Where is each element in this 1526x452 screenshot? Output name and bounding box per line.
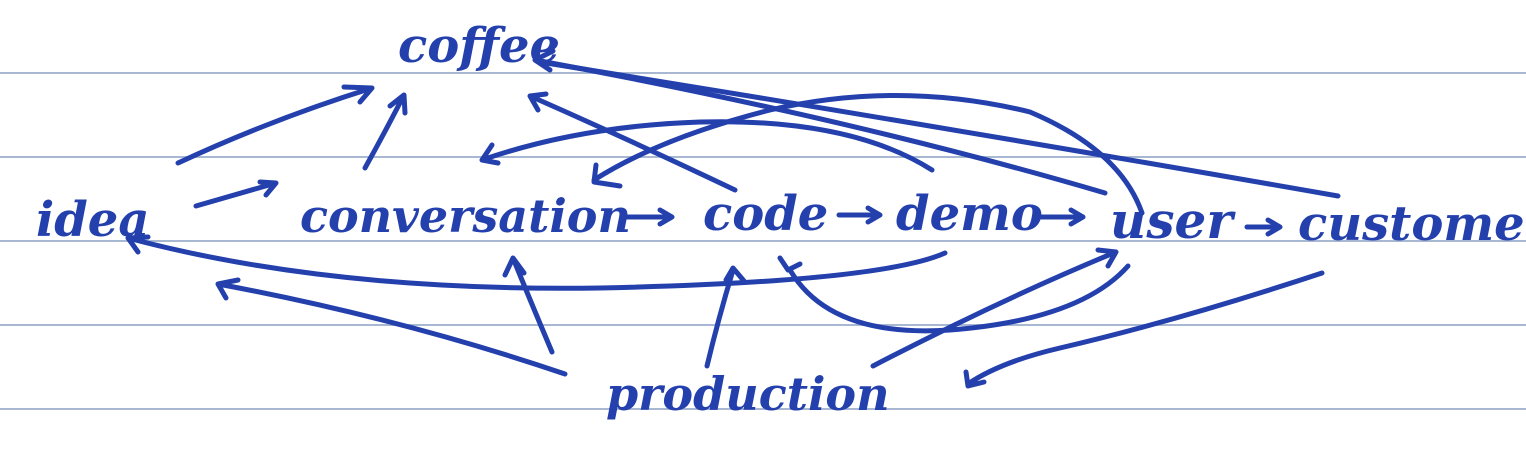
arrow-production-to-idea [215,277,568,377]
node-user: user [1110,191,1236,250]
node-production: production [606,367,890,421]
arrow-demo-to-idea [125,234,948,291]
arrow-demo-to-conversation [479,119,935,173]
arrow-production-to-user [870,247,1119,369]
arrow-customer-to-production [963,270,1325,389]
node-idea: idea [36,192,149,248]
flow-arrow-conversation-code [622,207,675,227]
arrow-customer-to-coffee [537,59,1341,199]
arrow-user-to-code [777,255,1131,334]
arrow-conversation-to-coffee [362,92,408,171]
arrow-code-to-coffee [527,91,738,193]
node-code: code [703,186,828,242]
ruled-lines [0,72,1526,410]
arrow-idea-to-coffee [175,84,375,166]
flow-arrow-user-customer [1244,217,1283,237]
node-conversation: conversation [300,189,631,243]
flow-arrow-demo-user [1037,207,1086,227]
node-demo: demo [896,186,1043,242]
node-coffee: coffee [398,18,560,74]
connections [125,48,1341,389]
node-customer: customer [1298,196,1526,252]
arrow-user-to-conversation [591,92,1145,216]
arrow-production-to-conversation [502,255,555,355]
flow-arrows [622,205,1283,237]
arrow-idea-to-conversation [193,179,279,209]
flow-arrow-code-demo [836,205,883,225]
arrow-production-to-code [704,265,747,369]
